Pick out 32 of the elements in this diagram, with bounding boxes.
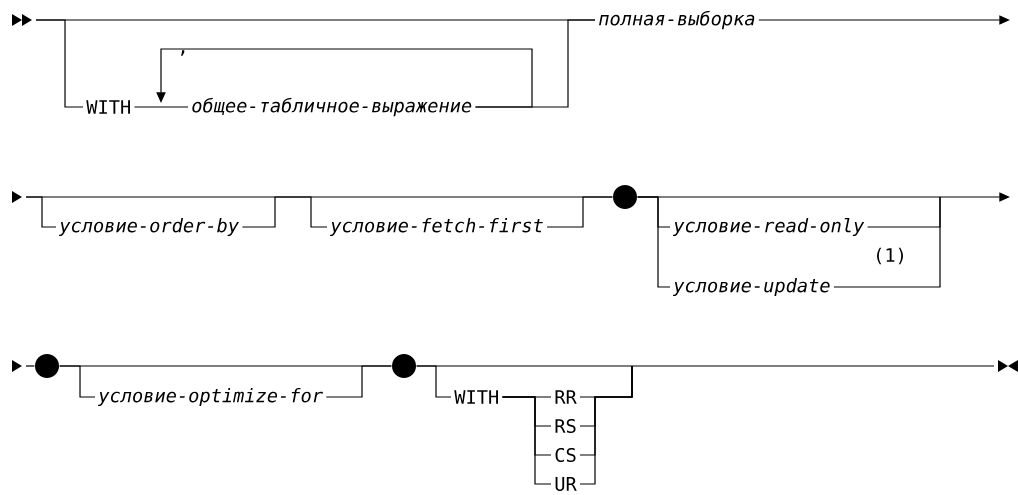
track-line bbox=[156, 48, 533, 108]
track-line bbox=[474, 19, 596, 108]
dot bbox=[392, 354, 416, 378]
track-line bbox=[579, 365, 633, 485]
dot bbox=[35, 354, 59, 378]
track-line bbox=[501, 396, 552, 485]
syntax-term: условие-update bbox=[672, 277, 830, 297]
keyword: WITH bbox=[86, 100, 130, 114]
track-line bbox=[416, 365, 995, 367]
track-line bbox=[25, 196, 613, 198]
track-line bbox=[35, 19, 84, 108]
dot bbox=[613, 185, 637, 209]
track-line bbox=[133, 106, 189, 108]
keyword: UR bbox=[555, 477, 577, 491]
syntax-term: условие-fetch-first bbox=[329, 217, 543, 237]
track-line bbox=[25, 365, 35, 367]
track-line bbox=[833, 196, 941, 288]
syntax-term: условие-optimize-for bbox=[97, 387, 323, 407]
track-line bbox=[241, 196, 328, 228]
track-line bbox=[758, 15, 1010, 25]
track-line bbox=[59, 365, 392, 367]
keyword: CS bbox=[555, 447, 576, 463]
syntax-term: общее-табличное-выражение bbox=[192, 97, 472, 117]
keyword: RR bbox=[555, 390, 577, 404]
footnote-reference: (1) bbox=[877, 247, 903, 265]
track-line bbox=[637, 192, 1010, 202]
edge-label: , bbox=[181, 50, 185, 56]
syntax-term: условие-read-only bbox=[672, 217, 865, 237]
syntax-term: полная-выборка bbox=[599, 10, 755, 30]
syntax-term: условие-order-by bbox=[58, 217, 239, 237]
keyword: WITH bbox=[454, 390, 498, 404]
keyword: RS bbox=[555, 418, 576, 434]
